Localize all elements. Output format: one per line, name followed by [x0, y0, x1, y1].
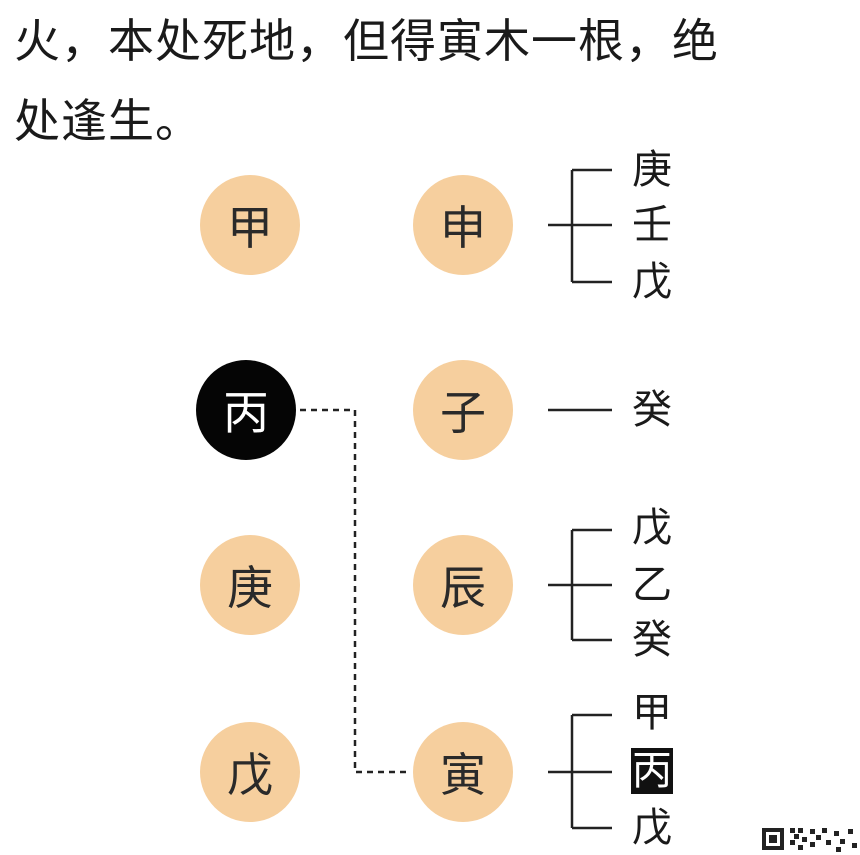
- dashed-link-bing-yin: [300, 408, 410, 774]
- hidden-stem-chen-3: 癸: [632, 617, 672, 663]
- bracket-chen: [548, 528, 612, 642]
- branch-yin: 寅: [413, 722, 513, 822]
- stem-geng: 庚: [200, 535, 300, 635]
- hidden-stem-shen-2: 壬: [632, 202, 672, 248]
- hidden-stem-yin-3: 戊: [632, 805, 672, 851]
- hidden-stem-shen-3: 戊: [632, 259, 672, 305]
- hidden-stem-zi-1: 癸: [632, 387, 672, 433]
- branch-chen: 辰: [413, 535, 513, 635]
- branch-zi: 子: [413, 360, 513, 460]
- bracket-yin: [548, 713, 612, 830]
- hidden-stem-yin-1: 甲: [632, 690, 672, 736]
- hidden-stem-shen-1: 庚: [632, 147, 672, 193]
- intro-text-line-1: 火，本处死地，但得寅木一根，绝: [14, 14, 719, 68]
- hidden-stem-chen-2: 乙: [632, 562, 672, 608]
- hidden-stem-chen-1: 戊: [632, 505, 672, 551]
- intro-text-line-2: 处逢生。: [14, 94, 202, 148]
- stem-wu: 戊: [200, 722, 300, 822]
- branch-shen: 申: [413, 175, 513, 275]
- bracket-shen: [548, 168, 612, 284]
- stem-bing-highlighted: 丙: [196, 360, 296, 460]
- qr-code-icon: [762, 828, 857, 852]
- stem-jia: 甲: [200, 175, 300, 275]
- hidden-stem-yin-2-highlighted: 丙: [631, 748, 673, 794]
